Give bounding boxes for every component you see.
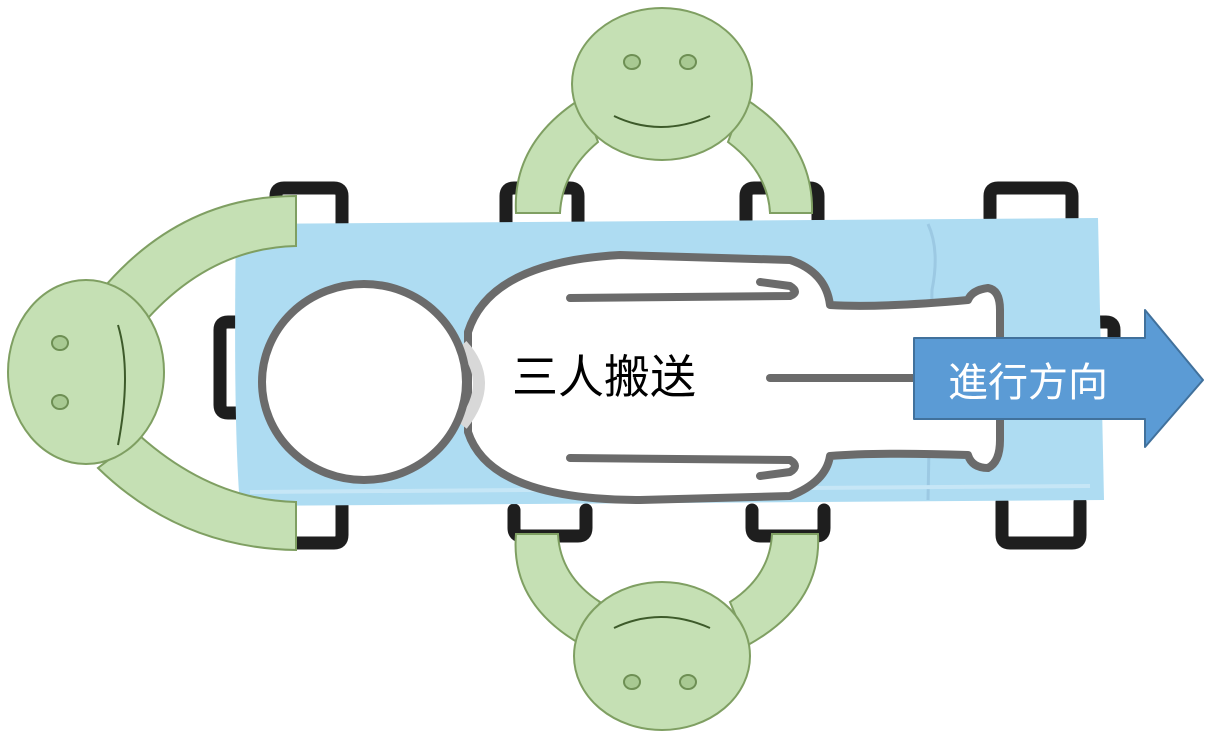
handle-top-1 [269, 181, 349, 235]
patient-arm-lower [566, 454, 799, 480]
patient-body [464, 251, 1004, 504]
top-side-carrier [514, 7, 814, 214]
top-carrier-face [571, 7, 753, 161]
head-carrier-eye-top [51, 335, 69, 351]
patient-head [258, 280, 470, 484]
patient-arm-upper [566, 278, 799, 302]
handle-bottom-4 [995, 495, 1087, 550]
direction-arrow: 進行方向 [913, 309, 1204, 448]
bottom-carrier-eye-left [623, 674, 641, 690]
sheet-foot-fold [926, 223, 937, 501]
top-carrier-eye-right [679, 54, 697, 70]
direction-arrow-shape [913, 309, 1204, 448]
head-carrier-mouth [117, 324, 126, 446]
head-carrier [7, 194, 297, 552]
top-carrier-mouth [613, 115, 711, 128]
patient-head-shadow [457, 340, 485, 429]
head-carrier-face [7, 279, 165, 465]
bottom-carrier-mouth [613, 616, 711, 629]
handle-left [213, 315, 245, 420]
bottom-carrier-face [573, 581, 751, 731]
handle-bottom-3 [745, 503, 831, 543]
patient-figure [258, 251, 1004, 504]
bottom-side-carrier [514, 533, 820, 731]
handle-top-4 [983, 181, 1079, 225]
head-carrier-eye-bottom [51, 394, 69, 410]
bottom-carrier-eye-right [679, 674, 697, 690]
center-label: 三人搬送 [512, 350, 696, 404]
direction-arrow-label: 進行方向 [948, 360, 1108, 406]
handle-bottom-2 [507, 503, 593, 543]
top-carrier-eye-left [623, 54, 641, 70]
